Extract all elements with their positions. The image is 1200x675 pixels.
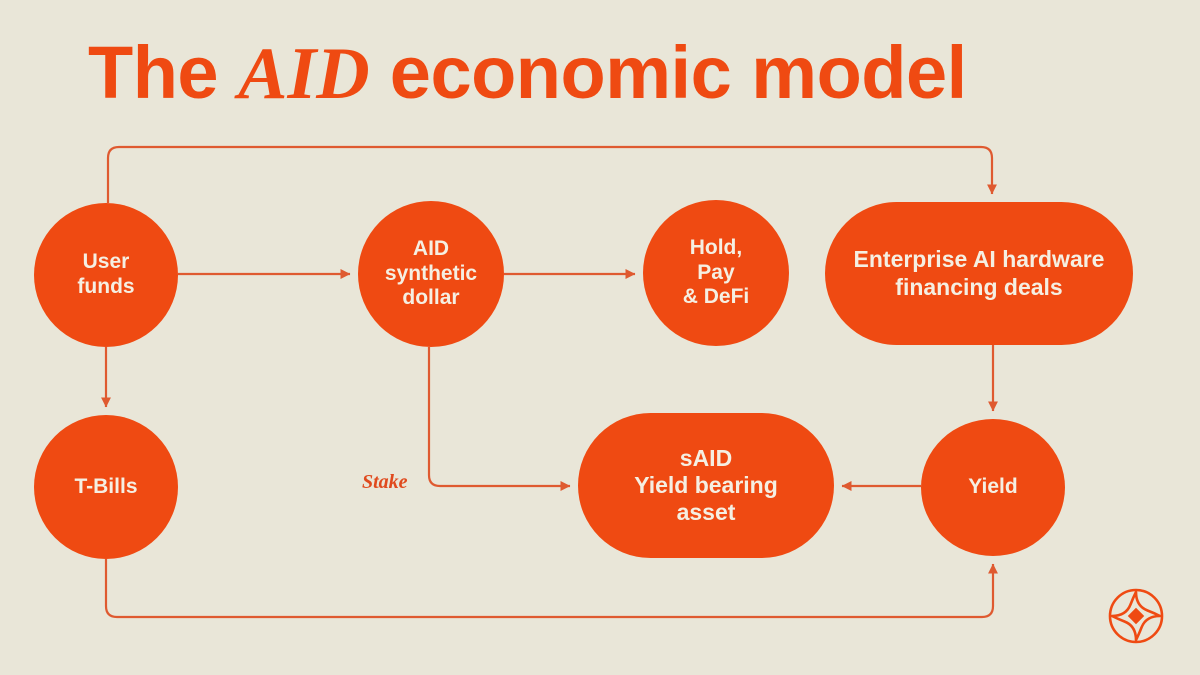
node-label-line: & DeFi [682, 285, 750, 309]
node-t-bills[interactable]: T-Bills [34, 415, 178, 559]
node-enterprise-label: Enterprise AI hardware financing deals [854, 246, 1105, 300]
node-label-line: financing deals [895, 273, 1063, 300]
node-label-line: Pay [697, 260, 735, 284]
node-said-yield-bearing-asset[interactable]: sAID Yield bearing asset [578, 413, 834, 558]
node-label-line: dollar [402, 286, 460, 310]
node-label-line: T-Bills [74, 474, 138, 498]
brand-logo-icon [1108, 588, 1164, 644]
node-hold-pay-defi[interactable]: Hold, Pay & DeFi [643, 200, 789, 346]
node-user-funds-label: User funds [77, 250, 134, 300]
node-t-bills-label: T-Bills [74, 475, 137, 500]
node-enterprise-ai-hardware-financing[interactable]: Enterprise AI hardware financing deals [825, 202, 1133, 345]
node-label-line: Yield [968, 475, 1018, 499]
node-label-line: asset [676, 499, 736, 526]
node-label-line: Enterprise AI hardware [853, 246, 1105, 273]
node-label-line: User [82, 250, 130, 274]
node-label-line: sAID [679, 444, 733, 471]
node-aid-synthetic-dollar-label: AID synthetic dollar [385, 237, 477, 311]
node-label-line: Hold, [689, 235, 743, 259]
title-prefix: The [88, 31, 239, 114]
page-title: The AID economic model [88, 36, 967, 112]
node-label-line: synthetic [384, 261, 478, 285]
node-label-line: Yield bearing [634, 471, 778, 498]
title-suffix: economic model [369, 31, 967, 114]
edge-user-funds-to-enterprise [106, 145, 997, 203]
edge-t-bills-to-yield [104, 559, 998, 619]
node-hold-pay-defi-label: Hold, Pay & DeFi [683, 236, 750, 310]
edge-label-stake: Stake [362, 471, 408, 493]
node-yield[interactable]: Yield [921, 419, 1065, 556]
title-emphasis: AID [238, 33, 370, 115]
node-aid-synthetic-dollar[interactable]: AID synthetic dollar [358, 201, 504, 347]
node-user-funds[interactable]: User funds [34, 203, 178, 347]
node-label-line: AID [412, 236, 450, 260]
edge-aid-dollar-to-said [427, 347, 571, 491]
node-label-line: funds [77, 275, 135, 298]
node-said-label: sAID Yield bearing asset [634, 445, 778, 526]
node-yield-label: Yield [968, 475, 1017, 500]
